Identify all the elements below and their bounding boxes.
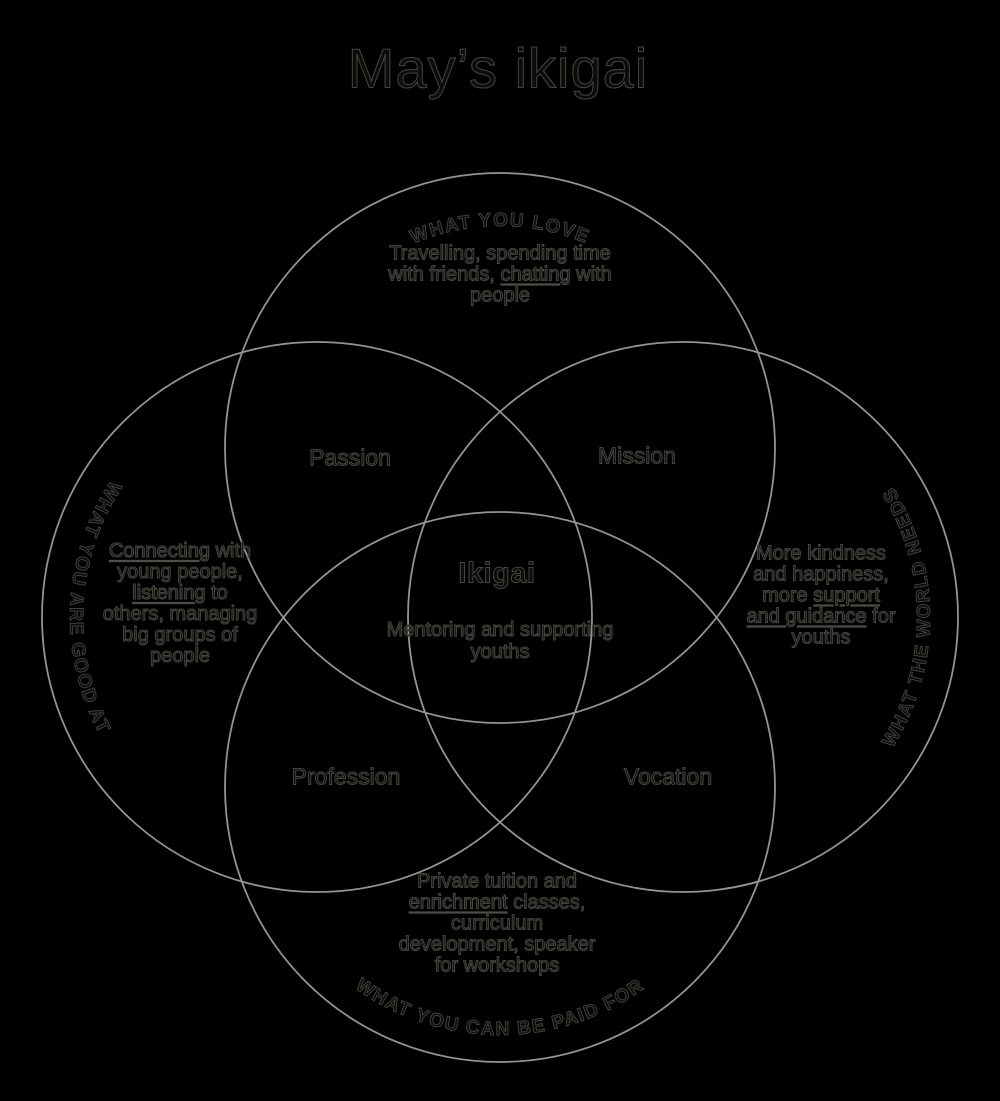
text-line: and happiness, (746, 563, 895, 586)
text-segment: with (570, 263, 613, 286)
text-segment: big groups of (122, 624, 239, 646)
text-segment: Travelling, spending time (389, 242, 612, 265)
circle-what-you-can-be-paid-for (224, 511, 776, 1063)
text-line: youths (387, 641, 614, 664)
text-line: development, speaker (398, 933, 596, 956)
circle-what-you-love (224, 172, 776, 724)
text-line: Connecting with (103, 540, 258, 562)
underlined-text: and guidance (746, 605, 867, 628)
circle-what-the-world-needs (407, 341, 959, 893)
svg-text:WHAT YOU CAN BE PAID FOR: WHAT YOU CAN BE PAID FOR (352, 975, 649, 1040)
text-line: for workshops (399, 954, 596, 977)
underlined-text: enrichment (408, 891, 508, 914)
text-segment: young people, (117, 561, 244, 583)
text-segment: to (205, 582, 229, 604)
text-segment: classes, (507, 891, 586, 914)
text-segment: others, managing (102, 603, 258, 625)
text-line: big groups of (103, 624, 258, 646)
text-segment: Private tuition and (416, 870, 578, 893)
text-line: Mentoring and supporting (386, 619, 614, 642)
text-line: and guidance for (746, 605, 896, 628)
label-profession: Profession (291, 763, 401, 790)
text-line: youths (746, 626, 895, 649)
underlined-text: listening (132, 582, 206, 604)
text-line: people (388, 284, 611, 307)
label-passion: Passion (309, 444, 392, 471)
circle-what-you-are-good-at (41, 341, 593, 893)
arc-label-what-you-can-be-paid-for: WHAT YOU CAN BE PAID FOR (351, 974, 647, 1040)
text-line: others, managing (102, 603, 258, 625)
center-ikigai-title: Ikigai (458, 557, 536, 590)
text-segment: youths (470, 641, 530, 664)
text-line: people (103, 645, 258, 667)
text-segment: curriculum (450, 912, 544, 935)
text-segment: for (866, 605, 896, 628)
text-line: enrichment classes, (399, 891, 596, 914)
page-title: May’s ikigai (347, 36, 649, 100)
text-segment: for workshops (434, 954, 560, 977)
text-segment: and happiness, (753, 563, 890, 586)
text-line: listening to (103, 582, 258, 604)
text-line: more support (746, 584, 895, 607)
text-segment: More kindness (755, 542, 887, 565)
label-vocation: Vocation (623, 763, 713, 790)
underlined-text: support (813, 584, 881, 607)
text-segment: development, speaker (398, 933, 596, 956)
text-line: Private tuition and (399, 870, 596, 893)
text-segment: with friends, (388, 263, 501, 286)
underlined-text: chatting (500, 263, 571, 286)
text-segment: more (762, 584, 814, 607)
text-segment: people (149, 645, 211, 667)
text-segment: people (469, 284, 531, 307)
text-segment: youths (791, 626, 851, 649)
text-line: with friends, chatting with (388, 263, 613, 286)
text-line: curriculum (399, 912, 596, 935)
underlined-text: Connecting (108, 540, 211, 562)
text-segment: with (210, 540, 252, 562)
text-segment: Mentoring and supporting (386, 619, 614, 642)
text-line: Travelling, spending time (388, 242, 612, 265)
text-line: young people, (103, 561, 258, 583)
label-mission: Mission (598, 442, 677, 469)
text-line: More kindness (746, 542, 895, 565)
